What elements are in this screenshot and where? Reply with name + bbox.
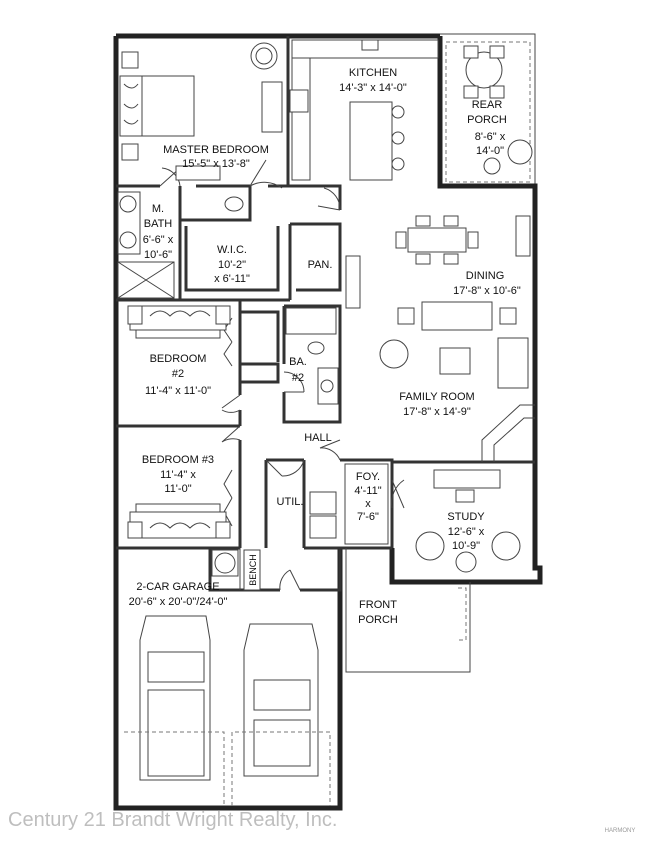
room-bath2-name: BA. bbox=[289, 356, 307, 368]
room-kitchen-dims: 14'-3" x 14'-0" bbox=[339, 82, 407, 94]
room-family-name: FAMILY ROOM bbox=[399, 391, 474, 403]
room-front-porch-name: FRONT bbox=[359, 599, 397, 611]
room-bedroom3-name: BEDROOM #3 bbox=[142, 454, 214, 466]
room-dining-name: DINING bbox=[466, 270, 505, 282]
room-bedroom2-name: BEDROOM bbox=[150, 353, 207, 365]
room-foyer-name: FOY. bbox=[356, 471, 380, 483]
room-foyer-dims2: x bbox=[365, 498, 371, 510]
room-master-bedroom-dims: 15'-5" x 13'-8" bbox=[182, 158, 250, 170]
room-bench-name: BENCH bbox=[248, 554, 258, 586]
interior-walls bbox=[116, 36, 535, 592]
room-front-porch-name2: PORCH bbox=[358, 614, 398, 626]
room-study-dims: 12'-6" x bbox=[448, 526, 485, 538]
room-mbath-dims: 6'-6" x bbox=[143, 234, 174, 246]
room-mbath-name: M. bbox=[152, 203, 164, 215]
exterior-walls bbox=[113, 33, 543, 811]
room-master-bedroom-name: MASTER BEDROOM bbox=[163, 144, 269, 156]
room-kitchen-name: KITCHEN bbox=[349, 67, 397, 79]
room-garage-name: 2-CAR GARAGE bbox=[136, 581, 219, 593]
room-family-dims: 17'-8" x 14'-9" bbox=[403, 406, 471, 418]
room-study-name: STUDY bbox=[447, 511, 485, 523]
room-rear-porch-name2: PORCH bbox=[467, 114, 507, 126]
room-bath2-name2: #2 bbox=[292, 372, 304, 384]
room-rear-porch-dims: 8'-6" x bbox=[475, 131, 506, 143]
corner-mark-text: HARMONY bbox=[605, 828, 636, 834]
room-foyer-dims: 4'-11" bbox=[354, 485, 381, 497]
room-bedroom3-dims: 11'-4" x bbox=[160, 469, 196, 481]
room-garage-dims: 20'-6" x 20'-0"/24'-0" bbox=[129, 596, 228, 608]
room-wic-dims: 10'-2" bbox=[218, 259, 246, 271]
room-bedroom2-name2: #2 bbox=[172, 368, 184, 380]
room-labels: KITCHEN 14'-3" x 14'-0" REAR PORCH 8'-6"… bbox=[129, 67, 521, 626]
room-bedroom2-dims: 11'-4" x 11'-0" bbox=[145, 385, 211, 397]
room-mbath-dims2: 10'-6" bbox=[144, 249, 172, 261]
room-rear-porch-name: REAR bbox=[472, 99, 503, 111]
room-wic-name: W.I.C. bbox=[217, 244, 247, 256]
room-bedroom3-dims2: 11'-0" bbox=[164, 483, 191, 495]
watermark-text: Century 21 Brandt Wright Realty, Inc. bbox=[8, 809, 337, 831]
room-hall-name: HALL bbox=[304, 432, 332, 444]
room-dining-dims: 17'-8" x 10'-6" bbox=[453, 285, 521, 297]
room-mbath-name2: BATH bbox=[144, 218, 173, 230]
room-wic-dims2: x 6'-11" bbox=[214, 273, 250, 285]
room-util-name: UTIL. bbox=[277, 496, 304, 508]
furniture bbox=[117, 39, 533, 806]
room-pantry-name: PAN. bbox=[308, 259, 333, 271]
room-foyer-dims3: 7'-6" bbox=[357, 511, 379, 523]
room-study-dims2: 10'-9" bbox=[452, 540, 480, 552]
room-rear-porch-dims2: 14'-0" bbox=[476, 145, 504, 157]
